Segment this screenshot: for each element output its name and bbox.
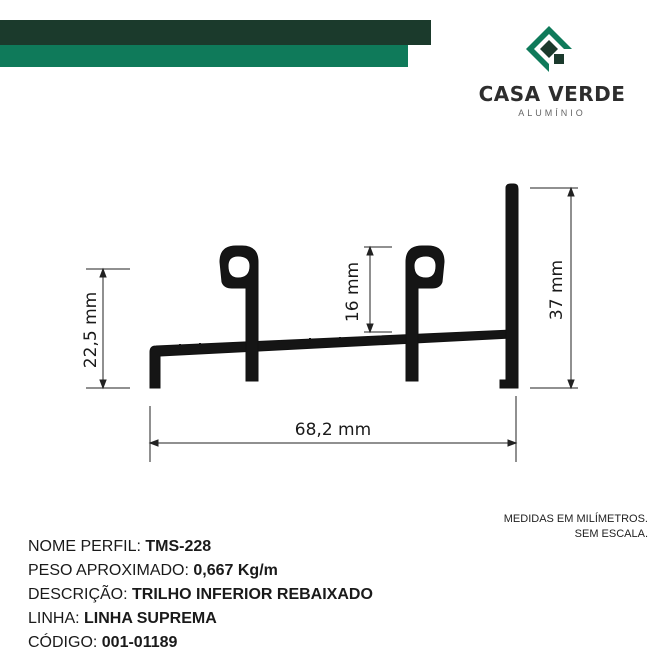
- brand-logo: CASA VERDE ALUMÍNIO: [472, 24, 632, 124]
- spec-row-description: DESCRIÇÃO: TRILHO INFERIOR REBAIXADO: [28, 583, 373, 607]
- logo-mark-icon: [526, 26, 572, 72]
- brand-subtitle: ALUMÍNIO: [518, 108, 586, 118]
- dim-width-label: 68,2 mm: [295, 420, 371, 440]
- spec-value: TMS-228: [145, 538, 212, 555]
- dim-height-left-label: 22,5 mm: [81, 292, 101, 368]
- profile-right-wall: [499, 183, 519, 389]
- profile-left-slot: [219, 245, 259, 382]
- spec-row-name: NOME PERFIL: TMS-228: [28, 535, 373, 559]
- scale-note-line2: SEM ESCALA.: [574, 528, 648, 540]
- spec-row-weight: PESO APROXIMADO: 0,667 Kg/m: [28, 559, 373, 583]
- spec-row-code: CÓDIGO: 001-01189: [28, 631, 373, 655]
- header-band-dark: [0, 20, 431, 45]
- spec-list: NOME PERFIL: TMS-228 PESO APROXIMADO: 0,…: [28, 535, 373, 655]
- spec-value: LINHA SUPREMA: [84, 610, 217, 627]
- scale-note-line1: MEDIDAS EM MILÍMETROS.: [503, 513, 648, 525]
- spec-label: PESO APROXIMADO:: [28, 562, 194, 579]
- profile-base: [149, 329, 513, 389]
- spec-label: NOME PERFIL:: [28, 538, 146, 555]
- base-serrations: [179, 331, 491, 348]
- profile-right-slot: [405, 245, 445, 382]
- spec-value: TRILHO INFERIOR REBAIXADO: [132, 586, 373, 603]
- dim-height-total-label: 37 mm: [547, 260, 567, 320]
- dim-slot-depth-label: 16 mm: [343, 262, 363, 322]
- header-band-green: [0, 45, 408, 67]
- spec-label: DESCRIÇÃO:: [28, 586, 133, 603]
- spec-value: 0,667 Kg/m: [193, 562, 278, 579]
- spec-label: LINHA:: [28, 610, 85, 627]
- profile-drawing: 22,5 mm 16 mm 37 mm 68,2 mm: [81, 183, 578, 462]
- scale-note: MEDIDAS EM MILÍMETROS. SEM ESCALA.: [504, 512, 648, 542]
- spec-value: 001-01189: [101, 634, 178, 651]
- brand-name: CASA VERDE: [478, 82, 626, 106]
- spec-row-line: LINHA: LINHA SUPREMA: [28, 607, 373, 631]
- spec-label: CÓDIGO:: [28, 634, 102, 651]
